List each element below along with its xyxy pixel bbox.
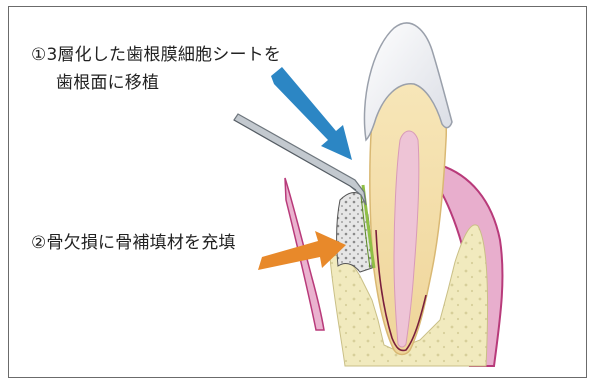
annotation-step1-line2: 歯根面に移植 [56,72,159,94]
annotation-step1-line1: ①3層化した歯根膜細胞シートを [31,44,281,66]
forceps-instrument [234,114,366,205]
annotation-step2: ②骨欠損に骨補填材を充填 [31,232,236,254]
